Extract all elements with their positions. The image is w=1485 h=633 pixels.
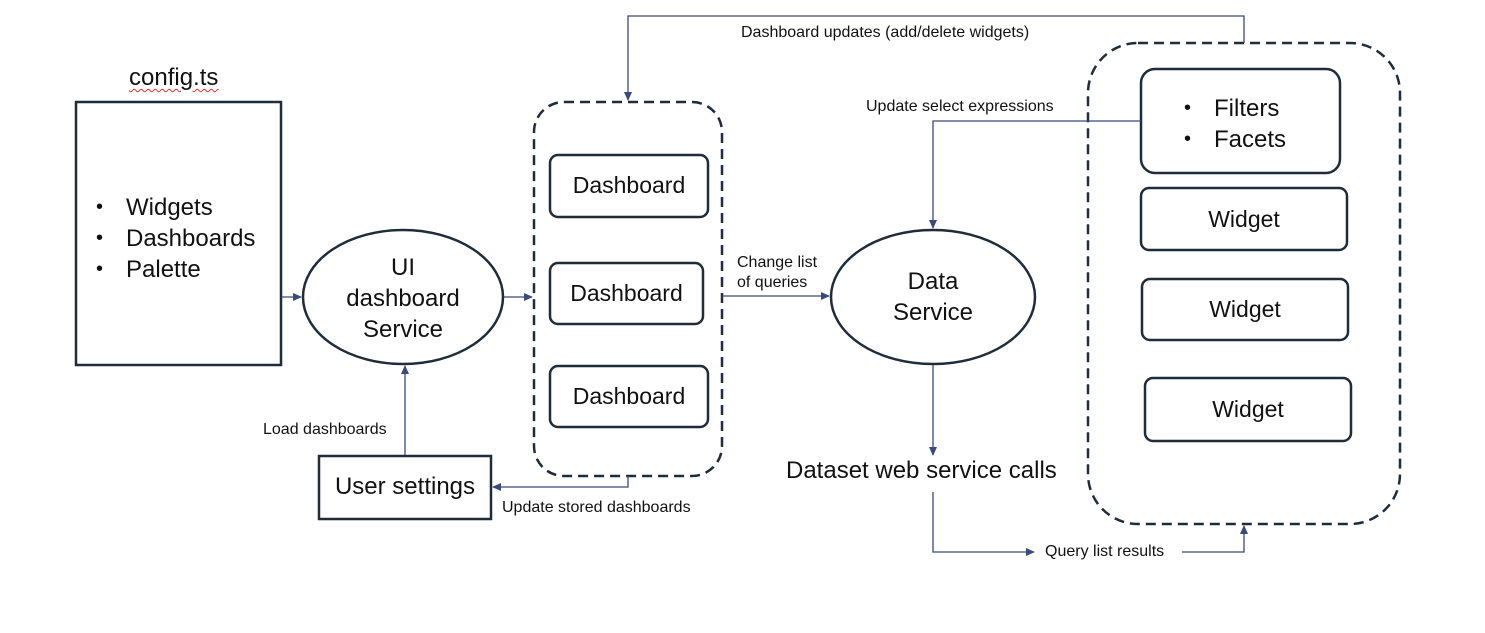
- arrow-update-select-expressions: [929, 120, 1141, 229]
- edge-label-update-select: Update select expressions: [866, 98, 1054, 115]
- user-settings-box: [317, 454, 493, 521]
- arrow-query-results-to-widgets: [1182, 525, 1248, 553]
- filters-facets-item: Filters: [1182, 93, 1286, 124]
- ui-service-line: UI: [391, 254, 415, 281]
- data-service-line: Service: [892, 299, 974, 326]
- widget-box-2: [1140, 277, 1350, 342]
- data-service-node: [829, 228, 1037, 366]
- dataset-web-service-calls: Dataset web service calls: [786, 457, 1057, 484]
- config-item: Dashboards: [94, 223, 255, 254]
- widget-label: Widget: [1208, 206, 1280, 232]
- edge-label-query-results: Query list results: [1045, 543, 1165, 560]
- edge-label-change-list: Change list of queries: [737, 253, 817, 293]
- dashboard-label: Dashboard: [572, 383, 686, 409]
- config-box: [74, 100, 283, 367]
- config-item: Widgets: [94, 192, 255, 223]
- config-item: Palette: [94, 254, 255, 285]
- dashboard-label: Dashboard: [570, 280, 683, 306]
- config-title: config.ts: [129, 64, 218, 92]
- edge-label-dashboard-updates: Dashboard updates (add/delete widgets): [741, 24, 1030, 41]
- ui-service-line: dashboard: [346, 285, 460, 312]
- widget-label: Widget: [1212, 396, 1284, 422]
- ui-service-line: Service: [362, 316, 444, 343]
- config-title-text: config.ts: [129, 64, 219, 91]
- dashboard-box-3: [548, 364, 710, 429]
- ui-service-label: UI dashboard Service: [333, 252, 473, 345]
- edge-label-update-stored: Update stored dashboards: [502, 499, 691, 516]
- edge-label-load-dashboards: Load dashboards: [263, 421, 387, 438]
- widget-box-3: [1143, 376, 1353, 443]
- arrow-dataset-to-query-results: [932, 492, 1035, 556]
- edge-label-change-list-line: of queries: [737, 274, 808, 291]
- arrow-dashboard-updates: [624, 15, 1245, 101]
- arrow-dashboards-to-user-settings: [492, 476, 629, 491]
- user-settings-label: User settings: [334, 473, 476, 500]
- data-service-label: Data Service: [873, 266, 993, 328]
- edge-label-change-list-line: Change list: [737, 254, 818, 271]
- widget-label: Widget: [1209, 296, 1281, 322]
- widget-box-1: [1139, 186, 1349, 252]
- filters-facets-list: Filters Facets: [1182, 93, 1286, 155]
- dashboard-box-1: [548, 153, 710, 219]
- data-service-line: Data: [907, 268, 959, 295]
- dashboard-label: Dashboard: [572, 172, 686, 198]
- dashboard-box-2: [548, 261, 705, 326]
- ui-dashboard-service-node: [301, 228, 505, 366]
- config-items-list: Widgets Dashboards Palette: [94, 192, 255, 285]
- filters-facets-item: Facets: [1182, 124, 1286, 155]
